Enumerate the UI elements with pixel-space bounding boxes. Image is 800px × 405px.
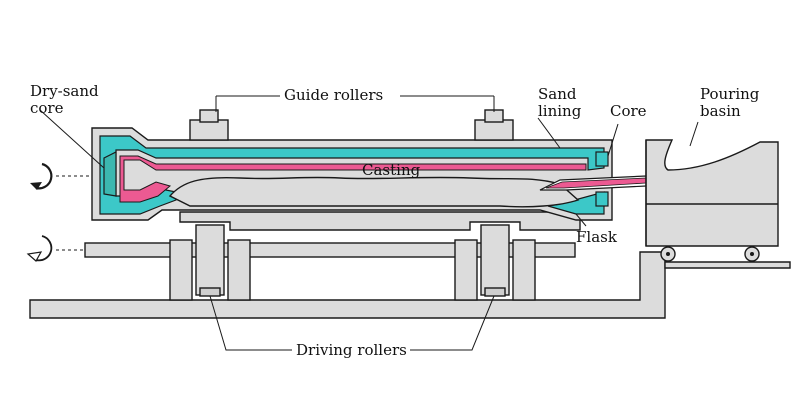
label-dry-sand-core-2: core [30, 99, 64, 117]
cart-wheels [660, 246, 760, 262]
dry-sand-core [103, 151, 117, 197]
driving-roller-stand-right [454, 224, 536, 301]
guide-roller-right [474, 119, 514, 141]
driving-roller-stand-left [169, 224, 251, 301]
leader-core [607, 123, 619, 157]
rotation-arrow-icon [26, 235, 53, 262]
label-pouring-basin-1: Pouring [700, 85, 760, 103]
rotation-arrow-icon [30, 162, 53, 190]
core-block-lower [595, 191, 609, 207]
label-core: Core [610, 102, 647, 120]
label-pouring-basin-2: basin [700, 102, 741, 120]
label-flask: Flask [576, 228, 618, 246]
machine-base [29, 251, 666, 319]
label-sand-lining-2: lining [538, 102, 582, 120]
sand-lining [99, 135, 605, 215]
label-casting: Casting [362, 161, 421, 179]
label-driving-rollers: Driving rollers [296, 341, 407, 359]
pouring-basin-body [645, 139, 779, 247]
casting [119, 155, 587, 203]
label-guide-rollers: Guide rollers [284, 86, 383, 104]
guide-roller-left-cap [199, 109, 219, 123]
floor-track [664, 261, 791, 269]
leader-driving-rollers [209, 295, 495, 351]
pouring-basin-top-line [645, 140, 778, 246]
leader-guide-rollers [215, 95, 495, 112]
guide-roller-left [189, 119, 229, 141]
core-block [595, 151, 609, 167]
leader-flask [575, 213, 587, 227]
leader-dry-sand-core [39, 109, 105, 169]
label-dry-sand-core-1: Dry-sand [30, 82, 99, 100]
leader-sand-lining [537, 117, 561, 149]
molten-metal-wave [168, 176, 580, 208]
label-sand-lining-1: Sand [538, 85, 577, 103]
roller-carriage [179, 211, 581, 231]
leader-pouring-basin [689, 121, 699, 147]
